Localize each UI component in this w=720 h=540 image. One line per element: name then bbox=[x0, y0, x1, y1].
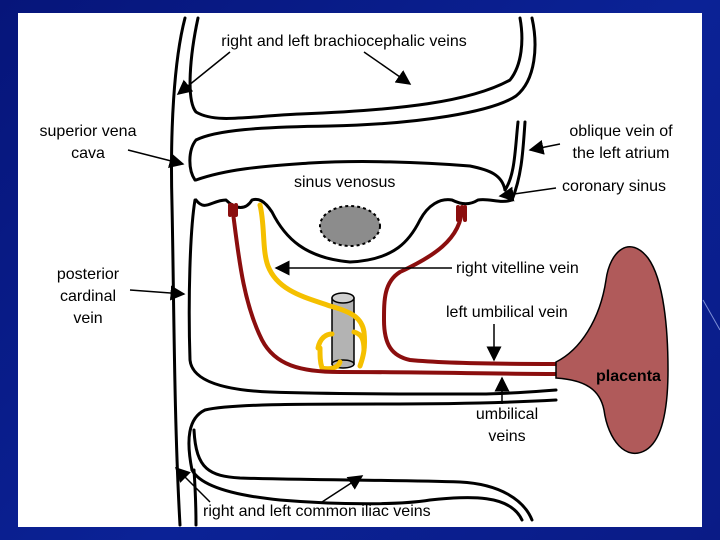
placenta bbox=[555, 246, 669, 455]
iliac-right-outline bbox=[190, 468, 524, 522]
arrow-oblique bbox=[528, 139, 561, 155]
oblique-vein-outline-right bbox=[510, 120, 527, 202]
decorative-line bbox=[702, 299, 720, 331]
label-superior-vena-cava: superior vena cava bbox=[28, 121, 148, 165]
label-placenta: placenta bbox=[596, 368, 661, 385]
label-left-umbilical: left umbilical vein bbox=[446, 304, 568, 321]
label-coronary-sinus: coronary sinus bbox=[562, 178, 667, 195]
arrow-posterior-cardinal bbox=[129, 285, 186, 301]
label-posterior-line2: cardinal bbox=[59, 288, 117, 305]
label-umbilical-veins: umbilical veins bbox=[462, 404, 552, 448]
gut-tube bbox=[331, 292, 355, 369]
label-umbilical-line2: veins bbox=[488, 428, 526, 445]
label-oblique-vein: oblique vein of the left atrium bbox=[556, 121, 686, 165]
label-brachiocephalic: right and left brachiocephalic veins bbox=[221, 33, 467, 50]
label-posterior-line1: posterior bbox=[56, 266, 120, 283]
cardinal-trunk-outer bbox=[170, 16, 187, 527]
brachiocephalic-outline bbox=[188, 16, 524, 120]
right-umbilical-vein bbox=[230, 203, 558, 376]
arrow-iliac-left bbox=[321, 475, 364, 503]
brachiocephalic-left-outline bbox=[188, 16, 537, 182]
left-umbilical-vein bbox=[382, 205, 558, 366]
arrow-brachiocephalic-right bbox=[176, 51, 231, 95]
label-posterior-line3: vein bbox=[73, 310, 103, 327]
arrow-svc bbox=[127, 149, 185, 168]
label-posterior-cardinal: posterior cardinal vein bbox=[40, 264, 136, 330]
label-oblique-line2: the left atrium bbox=[572, 145, 670, 162]
label-iliac: right and left common iliac veins bbox=[203, 503, 431, 520]
diagram-panel bbox=[18, 13, 702, 527]
iliac-inner-outline bbox=[192, 468, 198, 527]
iliac-upper-outline bbox=[187, 398, 558, 472]
oblique-vein-outline-left bbox=[503, 120, 520, 192]
label-right-vitelline: right vitelline vein bbox=[456, 260, 579, 277]
arrow-iliac-right bbox=[174, 466, 211, 503]
sinus-venosus-upper-outline bbox=[194, 160, 507, 192]
label-umbilical-line1: umbilical bbox=[475, 406, 539, 423]
label-sinus-venosus: sinus venosus bbox=[294, 174, 396, 191]
posterior-cardinal-inner-outline bbox=[187, 198, 558, 396]
label-svc-line1: superior vena bbox=[39, 123, 137, 140]
label-oblique-line1: oblique vein of bbox=[569, 123, 673, 140]
left-horn-stub bbox=[456, 205, 467, 222]
right-horn-stub bbox=[228, 203, 238, 217]
arrow-brachiocephalic-left bbox=[363, 51, 412, 85]
sinus-venosus-shape bbox=[319, 205, 381, 247]
left-vitelline-vein bbox=[315, 329, 367, 372]
arrow-coronary-sinus bbox=[498, 186, 557, 202]
label-svc-line2: cava bbox=[71, 145, 105, 162]
